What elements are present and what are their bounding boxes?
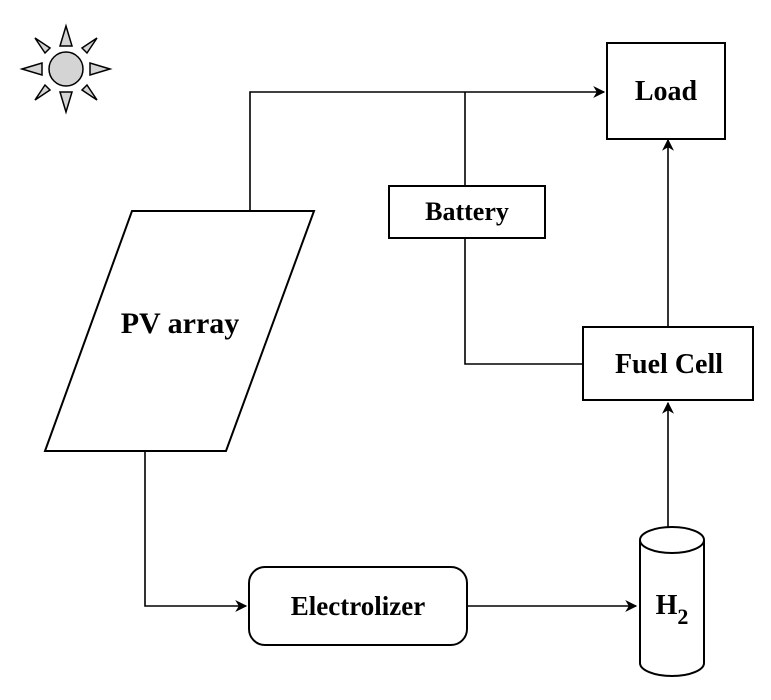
electrolizer-box: Electrolizer [248, 566, 468, 646]
battery-box: Battery [388, 185, 546, 239]
battery-to-fuel-cell-line [464, 238, 583, 365]
pv-to-electrolizer-line [144, 451, 248, 612]
connections [144, 86, 674, 612]
hydrogen-subscript: 2 [677, 604, 688, 629]
load-label: Load [635, 76, 698, 107]
pv-to-load-line [249, 86, 606, 211]
hydrogen-tank-label: H2 [656, 590, 689, 629]
pv-array-panel: PV array [43, 210, 316, 452]
sun-icon [19, 23, 113, 115]
load-box: Load [606, 42, 726, 140]
pv-array-label: PV array [121, 307, 240, 340]
fuel-cell-box: Fuel Cell [582, 326, 754, 401]
electrolizer-label: Electrolizer [291, 591, 425, 621]
battery-label: Battery [425, 197, 509, 226]
fuel-cell-label: Fuel Cell [615, 349, 723, 380]
hydrogen-tank: H2 [639, 526, 705, 677]
hydrogen-symbol: H [656, 590, 678, 621]
